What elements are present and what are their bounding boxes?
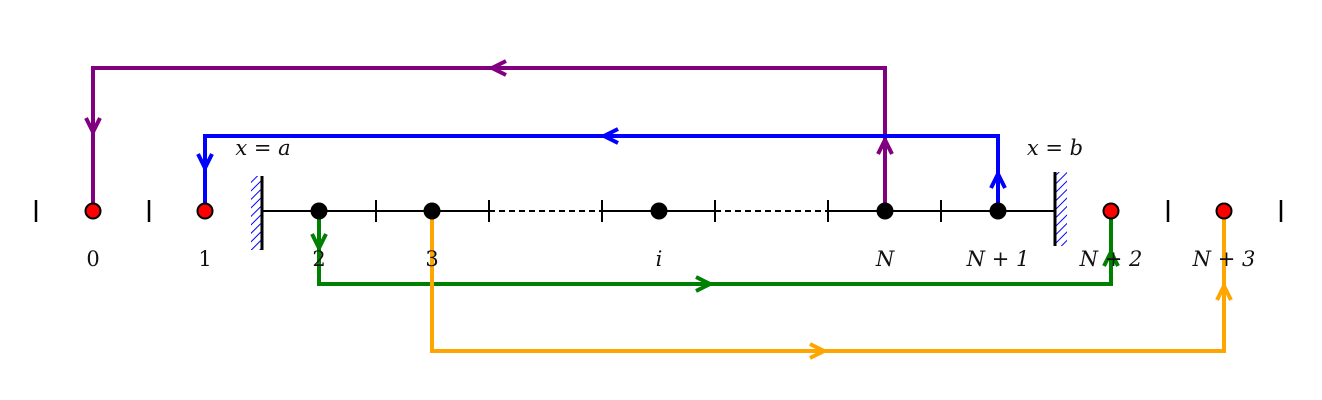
orange-periodic-arrow (430, 211, 1233, 360)
ghost-node-1 (196, 202, 214, 220)
blue-arrowhead-up (989, 169, 1007, 189)
ghost-node-n3 (1215, 202, 1233, 220)
interior-node-2 (310, 202, 328, 220)
green-periodic-arrow (310, 211, 1120, 293)
node-label-n2: N + 2 (1079, 247, 1143, 271)
interior-node-i (650, 202, 668, 220)
blue-periodic-arrow (196, 127, 1007, 211)
green-arrowhead-down (310, 233, 328, 253)
blue-arrowhead-left (599, 127, 619, 145)
node-label-i: i (656, 247, 663, 271)
interior-node-n (876, 202, 894, 220)
purple-arrowhead-up (876, 135, 894, 155)
orange-arrowhead-right (809, 342, 829, 360)
outer-ticks (34, 200, 1283, 222)
node-label-0: 0 (86, 247, 99, 271)
ghost-node-0 (84, 202, 102, 220)
right-wall (1053, 172, 1067, 246)
boundary-label-left: x = a (235, 136, 290, 160)
ghost-node-n2 (1102, 202, 1120, 220)
orange-arrowhead-up (1215, 281, 1233, 301)
interior-nodes (310, 202, 1007, 220)
node-labels: 0 1 2 3 i N N + 1 N + 2 N + 3 (86, 247, 1255, 271)
node-label-3: 3 (425, 247, 438, 271)
purple-arrow-path (91, 66, 887, 211)
node-label-n1: N + 1 (966, 247, 1030, 271)
node-label-n: N (875, 247, 895, 271)
blue-arrow-path (203, 134, 1000, 211)
purple-arrowhead-down (84, 117, 102, 137)
left-wall (251, 176, 264, 250)
blue-arrowhead-down (196, 153, 214, 173)
purple-periodic-arrow (84, 59, 894, 211)
right-wall-hatch (1056, 172, 1067, 246)
inner-ticks (375, 200, 942, 222)
ghost-nodes (84, 202, 1233, 220)
boundary-label-right: x = b (1027, 136, 1083, 160)
boundary-labels: x = a x = b (235, 136, 1083, 160)
green-arrowhead-up (1102, 247, 1120, 267)
orange-arrow-path (430, 211, 1226, 353)
purple-arrowhead-left (487, 59, 507, 77)
node-label-n3: N + 3 (1192, 247, 1256, 271)
node-label-2: 2 (312, 247, 325, 271)
interior-node-n1 (989, 202, 1007, 220)
node-label-1: 1 (198, 247, 211, 271)
interior-node-3 (423, 202, 441, 220)
left-wall-hatch (251, 176, 261, 250)
green-arrowhead-right (695, 275, 715, 293)
